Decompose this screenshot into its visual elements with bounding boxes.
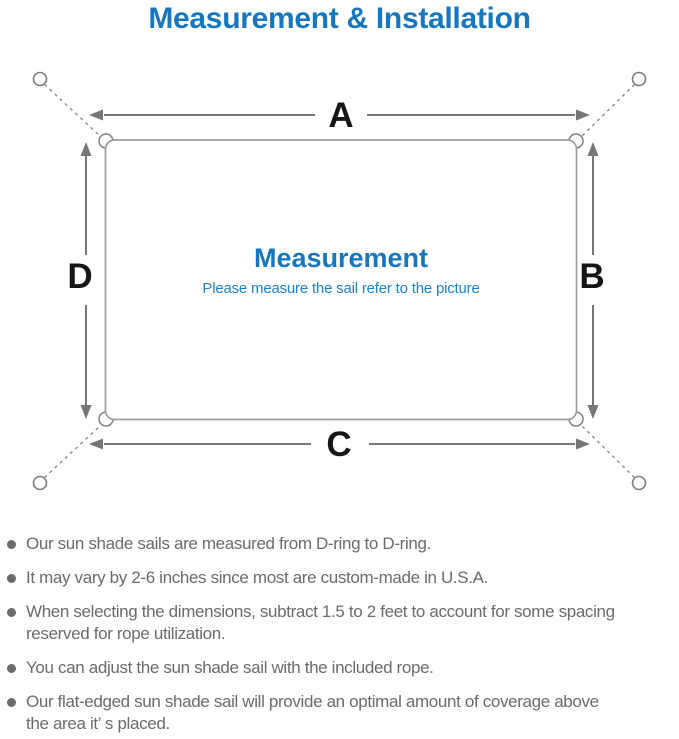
list-item-text: You can adjust the sun shade sail with t… [26, 658, 434, 677]
arrowhead-c-right-icon [576, 438, 590, 450]
bullet-dot-icon [7, 540, 16, 549]
instruction-list: Our sun shade sails are measured from D-… [7, 533, 667, 739]
anchor-rings [32, 71, 647, 491]
bullet-dot-icon [7, 574, 16, 583]
anchor-ring-top-right-icon [631, 71, 647, 87]
dimension-label-a: A [328, 96, 353, 135]
anchor-ring-bottom-right-icon [631, 475, 647, 491]
list-item: It may vary by 2-6 inches since most are… [7, 567, 667, 589]
arrowhead-c-left-icon [89, 438, 103, 450]
anchor-ring-bottom-left-icon [32, 475, 48, 491]
measurement-diagram: A B C D Measurement Please measure the s… [32, 71, 647, 491]
sail-rectangle [104, 139, 578, 421]
bullet-dot-icon [7, 698, 16, 707]
list-item-text: Our sun shade sails are measured from D-… [26, 534, 431, 553]
rope-dashed-lines [44, 83, 635, 479]
dimension-arrow-lines [85, 114, 594, 445]
list-item-text: Our flat-edged sun shade sail will provi… [26, 692, 599, 733]
arrowhead-a-left-icon [89, 109, 103, 121]
dimension-label-d: D [67, 257, 92, 296]
list-item: Our flat-edged sun shade sail will provi… [7, 691, 667, 735]
arrowhead-b-down-icon [587, 405, 599, 419]
list-item: You can adjust the sun shade sail with t… [7, 657, 667, 679]
arrowhead-b-up-icon [587, 142, 599, 156]
list-item: Our sun shade sails are measured from D-… [7, 533, 667, 555]
dimension-arrow-heads [80, 109, 599, 450]
diagram-center-subtitle: Please measure the sail refer to the pic… [202, 280, 479, 297]
bullet-dot-icon [7, 608, 16, 617]
rope-line-top-right [581, 84, 635, 137]
dimension-label-c: C [326, 425, 351, 464]
page-title: Measurement & Installation [148, 2, 531, 35]
anchor-ring-top-left-icon [32, 71, 48, 87]
rope-line-bottom-left [44, 425, 101, 479]
arrowhead-d-up-icon [80, 142, 92, 156]
dimension-label-b: B [579, 257, 604, 296]
rope-line-bottom-right [581, 425, 635, 478]
list-item-text: When selecting the dimensions, subtract … [26, 602, 615, 643]
list-item-text: It may vary by 2-6 inches since most are… [26, 568, 489, 587]
arrowhead-a-right-icon [576, 109, 590, 121]
diagram-center-title: Measurement [254, 243, 428, 273]
rope-line-top-left [44, 83, 101, 137]
list-item: When selecting the dimensions, subtract … [7, 601, 667, 645]
bullet-dot-icon [7, 664, 16, 673]
arrowhead-d-down-icon [80, 405, 92, 419]
